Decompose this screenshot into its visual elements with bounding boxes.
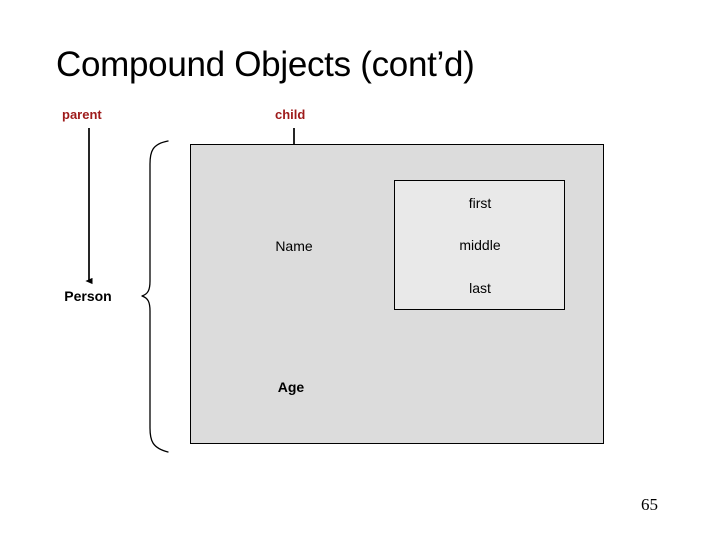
field-label-middle: middle: [459, 237, 501, 253]
name-object-box: [394, 180, 565, 310]
page-title: Compound Objects (cont’d): [56, 45, 475, 84]
callout-label-parent: parent: [62, 107, 102, 122]
page-number: 65: [641, 495, 658, 514]
field-label-age: Age: [277, 379, 305, 395]
field-label-first: first: [468, 195, 492, 211]
field-label-person: Person: [64, 288, 112, 304]
callout-label-child: child: [275, 107, 306, 122]
field-label-name: Name: [275, 238, 313, 254]
field-label-last: last: [469, 280, 491, 296]
